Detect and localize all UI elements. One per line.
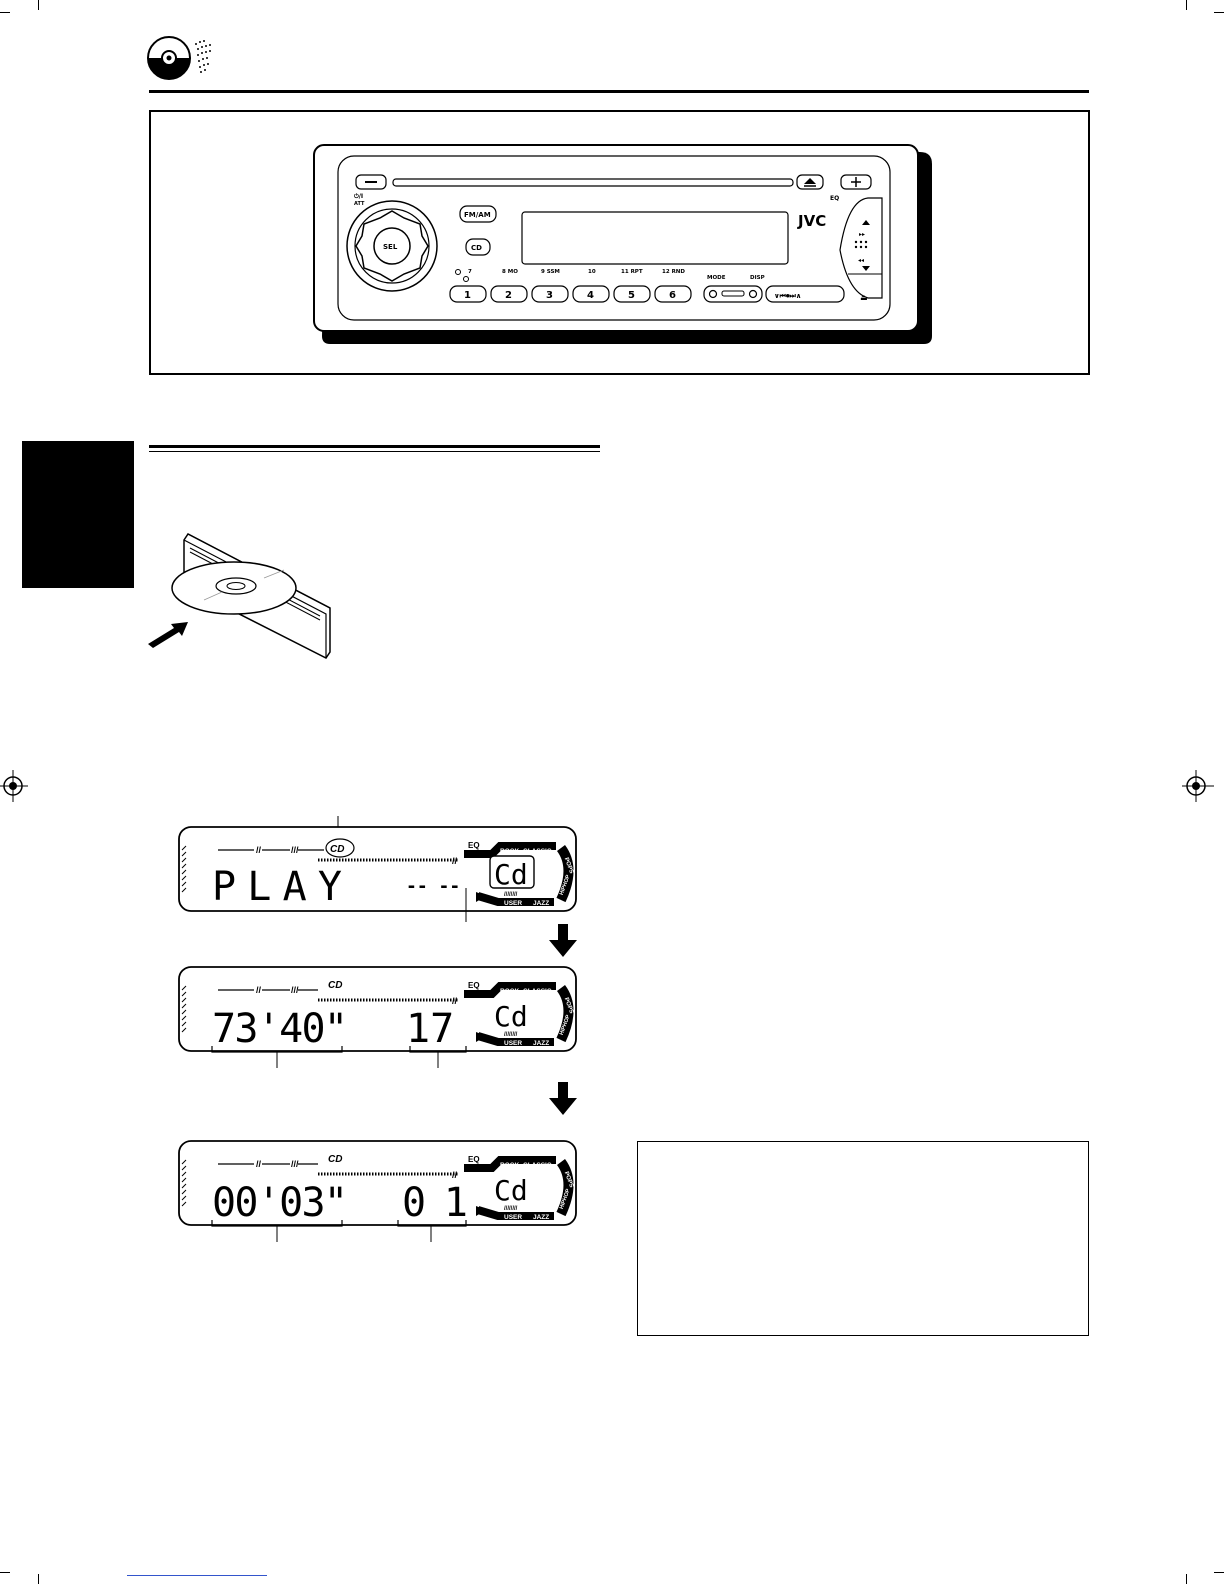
- pops-indicator: POPS: [563, 997, 574, 1015]
- eq-indicator: EQ: [468, 1155, 480, 1164]
- mode-label: MODE: [707, 275, 726, 281]
- arrow-down-icon: [549, 1082, 577, 1115]
- svg-text:///: ///: [291, 845, 299, 855]
- cd-indicator: CD: [328, 980, 342, 991]
- preset-button-2: 2: [505, 290, 512, 301]
- header-rule: [149, 90, 1089, 93]
- classic-indicator: CLASSIC: [523, 988, 552, 995]
- user-indicator: USER: [504, 900, 522, 907]
- fm-am-button: FM/AM: [464, 211, 491, 219]
- bottom-link-line: [127, 1575, 267, 1576]
- svg-text:///: ///: [291, 985, 299, 995]
- svg-text:///: ///: [291, 1159, 299, 1169]
- pops-indicator: POPS: [563, 857, 574, 875]
- total-playback-time: 73'40": [212, 1006, 348, 1052]
- lcd-display-total-time: // /// CD // EQ ROCK CLASSIC POPS HIPHOP…: [178, 966, 577, 1068]
- control-panel-illustration: [149, 110, 1090, 375]
- preset-label-mo: 8 MO: [502, 269, 518, 275]
- svg-text://: //: [452, 856, 458, 866]
- crop-mark: [0, 1572, 10, 1573]
- display-source: Cd: [494, 1000, 528, 1033]
- car-stereo-faceplate: EQ ⏻/I ATT SEL FM/AM CD JVC ▸▸ ◂◂ 7 8 MO…: [313, 144, 932, 344]
- crop-mark: [0, 12, 10, 13]
- rock-indicator: ROCK: [500, 988, 519, 995]
- crop-mark: [1186, 1574, 1187, 1584]
- cd-indicator: CD: [330, 844, 344, 855]
- registration-mark-icon: [1182, 770, 1214, 802]
- cd-section-icon: [147, 36, 211, 80]
- svg-text://: //: [256, 845, 262, 855]
- jazz-indicator: JAZZ: [533, 1214, 549, 1221]
- crop-mark: [38, 1574, 39, 1584]
- eq-indicator: EQ: [468, 841, 480, 850]
- svg-text://: //: [256, 1159, 262, 1169]
- eq-indicator: EQ: [468, 981, 480, 990]
- svg-text:////////: ////////: [504, 892, 518, 898]
- pops-indicator: POPS: [563, 1171, 574, 1189]
- elapsed-playing-time: 00'03": [212, 1180, 348, 1226]
- rock-indicator: ROCK: [500, 848, 519, 855]
- svg-text:◂◂: ◂◂: [858, 257, 864, 264]
- crop-mark: [1214, 1572, 1224, 1573]
- jazz-indicator: JAZZ: [533, 1040, 549, 1047]
- preset-button-5: 5: [628, 290, 635, 301]
- cd-indicator: CD: [328, 1154, 342, 1165]
- jvc-logo: JVC: [797, 212, 826, 230]
- classic-indicator: CLASSIC: [523, 1162, 552, 1169]
- disc-insertion-illustration: [148, 533, 331, 659]
- display-source: Cd: [494, 858, 528, 891]
- preset-label-ssm: 9 SSM: [541, 269, 560, 275]
- preset-label-rpt: 11 RPT: [621, 269, 643, 275]
- cd-button: CD: [471, 244, 482, 252]
- lcd-display-play: // /// CD // EQ ROCK CLASSIC POPS HIPHOP…: [178, 816, 577, 922]
- svg-text://: //: [452, 1170, 458, 1180]
- preset-label-rnd: 12 RND: [662, 269, 685, 275]
- eq-label: EQ: [830, 195, 839, 202]
- arrow-down-icon: [549, 924, 577, 957]
- display-source: Cd: [494, 1174, 528, 1207]
- svg-text:▸▸: ▸▸: [859, 231, 865, 238]
- preset-button-3: 3: [546, 290, 553, 301]
- registration-mark-icon: [0, 770, 28, 802]
- section-rule: [149, 445, 600, 448]
- crop-mark: [1214, 12, 1224, 13]
- att-label: ATT: [354, 201, 365, 207]
- sel-label: SEL: [383, 243, 398, 251]
- classic-indicator: CLASSIC: [523, 848, 552, 855]
- disp-label: DISP: [750, 275, 765, 281]
- language-tab: [22, 441, 134, 588]
- release-icon: ⏏: [860, 293, 868, 302]
- total-tracks: 17: [406, 1006, 454, 1052]
- crop-mark: [1186, 0, 1187, 10]
- skip-control-icon: ∨⏮⏺⏭∧: [774, 292, 801, 300]
- user-indicator: USER: [504, 1040, 522, 1047]
- svg-text:////////: ////////: [504, 1032, 518, 1038]
- note-box: [637, 1141, 1089, 1336]
- preset-button-1: 1: [464, 290, 471, 301]
- display-dash: -- --: [406, 876, 460, 897]
- preset-button-6: 6: [669, 290, 676, 301]
- crop-mark: [38, 0, 39, 10]
- preset-label-10: 10: [588, 269, 596, 275]
- section-rule-thin: [149, 451, 600, 452]
- svg-text:////////: ////////: [504, 1206, 518, 1212]
- preset-button-4: 4: [587, 290, 594, 301]
- preset-label-7: 7: [468, 269, 472, 275]
- user-indicator: USER: [504, 1214, 522, 1221]
- jazz-indicator: JAZZ: [533, 900, 549, 907]
- lcd-display-elapsed-time: // /// CD // EQ ROCK CLASSIC POPS HIPHOP…: [178, 1140, 577, 1242]
- svg-text://: //: [256, 985, 262, 995]
- rock-indicator: ROCK: [500, 1162, 519, 1169]
- svg-text://: //: [452, 996, 458, 1006]
- power-icon: ⏻/I: [354, 193, 363, 200]
